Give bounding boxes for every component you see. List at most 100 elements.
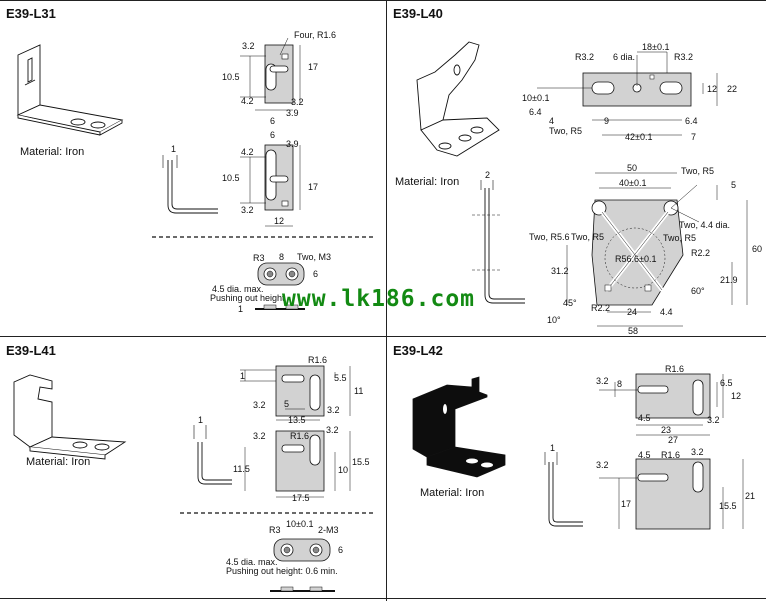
dim-3.2-d: 3.2 xyxy=(326,425,339,435)
l31-top-plate xyxy=(264,44,294,104)
dim-6-b: 6 xyxy=(270,130,275,140)
dim-two-r5-b: Two, R5 xyxy=(571,232,604,242)
l41-bottom-dimlines xyxy=(244,431,351,498)
dim-4.4: 4.4 xyxy=(660,307,673,317)
dim-3.9-bottom: 3.9 xyxy=(286,139,299,149)
l31-nut-plate xyxy=(255,262,305,310)
dim-r56.6: R56.6±0.1 xyxy=(615,254,656,264)
dim-r3.2-right: R3.2 xyxy=(674,52,693,62)
l42-drawing: 1 3.2 8 R1.6 6.5 12 4.5 23 3.2 xyxy=(412,364,755,530)
l42-iso-bracket xyxy=(412,376,506,478)
l40-top-dimlines xyxy=(537,51,718,136)
dim-6.5: 6.5 xyxy=(720,378,733,388)
dim-8: 8 xyxy=(617,379,622,389)
dim-27: 27 xyxy=(668,435,678,445)
note-dia-max: 4.5 dia. max. xyxy=(212,284,264,294)
dim-r3: R3 xyxy=(269,525,281,535)
dim-two-r5-c: Two, R5 xyxy=(663,233,696,243)
dim-r2.2-left: R2.2 xyxy=(591,303,610,313)
dim-6-c: 6 xyxy=(313,269,318,279)
dim-10.5-top: 10.5 xyxy=(222,72,240,82)
dim-23: 23 xyxy=(661,425,671,435)
l31-iso-bracket xyxy=(16,44,124,136)
l40-main-dimlines xyxy=(566,172,748,327)
dim-11: 11 xyxy=(354,386,363,396)
l41-nut-plate xyxy=(270,538,335,592)
dim-24: 24 xyxy=(627,307,637,317)
dim-r3.2-left: R3.2 xyxy=(575,52,594,62)
dim-5: 5 xyxy=(731,180,736,190)
panel-e39-l40: E39-L40 Material: Iron 2 xyxy=(387,0,766,336)
dim-3.2-right: 3.2 xyxy=(291,97,304,107)
dim-11.5: 11.5 xyxy=(233,464,250,474)
dim-4: 4 xyxy=(549,116,554,126)
panel-title: E39-L41 xyxy=(6,343,56,358)
panel-e39-l31: E39-L31 Material: Iron 1 xyxy=(0,0,386,336)
panel-title: E39-L42 xyxy=(393,343,443,358)
dim-two-r5.6: Two, R5.6 xyxy=(529,232,570,242)
l41-top-plate xyxy=(275,365,325,417)
dim-58: 58 xyxy=(628,326,638,336)
dim-12: 12 xyxy=(274,216,284,226)
dim-6-a: 6 xyxy=(270,116,275,126)
dim-side-1: 1 xyxy=(550,443,555,453)
dim-3.2-b: 3.2 xyxy=(327,405,340,415)
l31-top-dimlines xyxy=(240,37,301,111)
dim-17-top: 17 xyxy=(308,62,318,72)
material-label: Material: Iron xyxy=(26,456,91,468)
l31-drawing: 1 3.2 Four, R1.6 10.5 17 4.2 3.2 xyxy=(16,30,375,314)
note-push-height: Pushing out height: 0.6 min. xyxy=(226,566,338,576)
l31-side-view xyxy=(162,155,218,214)
l41-bottom-plate xyxy=(275,430,325,492)
dim-21: 21 xyxy=(745,491,755,501)
dim-6.4-left: 6.4 xyxy=(529,107,542,117)
dim-9: 9 xyxy=(604,116,609,126)
dim-17-bottom: 17 xyxy=(308,182,318,192)
dim-3.2-a: 3.2 xyxy=(596,376,609,386)
l41-iso-bracket xyxy=(13,374,127,460)
l40-main-plate xyxy=(591,199,684,306)
note-dia-max: 4.5 dia. max. xyxy=(226,557,278,567)
dim-3.9-top: 3.9 xyxy=(286,108,299,118)
l40-side-view xyxy=(472,180,525,304)
dim-two-4.4-dia: Two, 4.4 dia. xyxy=(679,220,730,230)
l40-drawing: 2 R3.2 6 dia. 18±0.1 R3 xyxy=(416,41,762,336)
panel-title: E39-L31 xyxy=(6,6,56,21)
l40-iso-bracket xyxy=(416,41,500,157)
dim-r1.6-top: R1.6 xyxy=(665,364,684,374)
material-label: Material: Iron xyxy=(395,176,460,188)
dim-6-dia: 6 dia. xyxy=(613,52,635,62)
dim-45deg: 45° xyxy=(563,298,577,308)
middle-divider xyxy=(0,336,766,337)
dim-side-2: 2 xyxy=(485,170,490,180)
dim-60deg: 60° xyxy=(691,286,705,296)
dim-r3: R3 xyxy=(253,253,265,263)
l42-side-view xyxy=(544,452,583,527)
note-push-height: Pushing out height xyxy=(210,293,285,303)
dim-side-1: 1 xyxy=(171,144,176,154)
dim-13.5: 13.5 xyxy=(288,415,306,425)
dim-15.5: 15.5 xyxy=(719,501,737,511)
dim-8: 8 xyxy=(279,252,284,262)
dim-17: 17 xyxy=(621,499,631,509)
dim-1: 1 xyxy=(240,371,245,381)
dim-side-1: 1 xyxy=(198,415,203,425)
dim-21.9: 21.9 xyxy=(720,275,738,285)
l42-bottom-plate xyxy=(635,458,711,530)
dim-10: 10±0.1 xyxy=(522,93,549,103)
dim-6: 6 xyxy=(338,545,343,555)
dim-10.5-bottom: 10.5 xyxy=(222,173,240,183)
l42-bottom-dimlines xyxy=(599,459,744,529)
dim-4.5-a: 4.5 xyxy=(638,413,651,423)
dim-12: 12 xyxy=(707,84,717,94)
dim-two-m3: Two, M3 xyxy=(297,252,331,262)
panel-e39-l41: E39-L41 Material: Iron 1 xyxy=(0,337,386,598)
dim-side-1b: 1 xyxy=(238,304,243,314)
dim-10-tol: 10±0.1 xyxy=(286,519,313,529)
dim-17.5: 17.5 xyxy=(292,493,310,503)
dim-r2.2-right: R2.2 xyxy=(691,248,710,258)
dim-22: 22 xyxy=(727,84,737,94)
dim-3.2-c: 3.2 xyxy=(253,431,266,441)
border-top xyxy=(0,0,766,1)
dim-40: 40±0.1 xyxy=(619,178,646,188)
